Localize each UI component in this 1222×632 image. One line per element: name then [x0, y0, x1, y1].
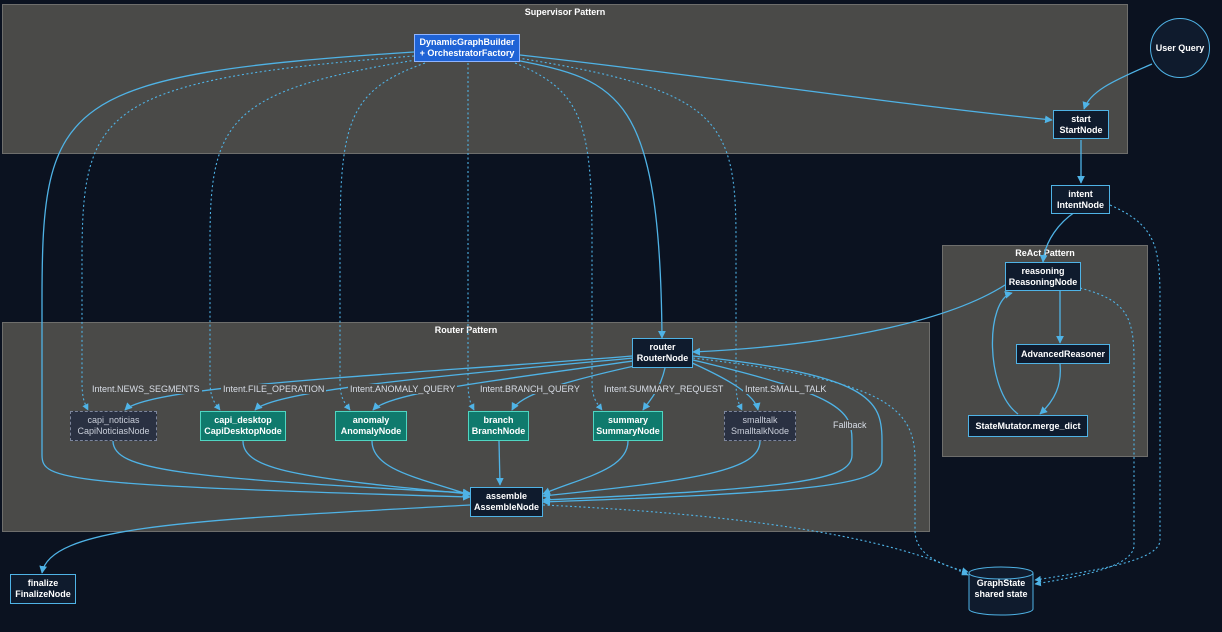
node-router[interactable]: router RouterNode [632, 338, 693, 368]
node-dynamic-graph-builder-line2: + OrchestratorFactory [419, 48, 515, 58]
node-capi-noticias-line2: CapiNoticiasNode [77, 426, 150, 436]
node-summary-line1: summary [607, 415, 649, 425]
edge-builder-start [519, 54, 1053, 124]
node-branch-line2: BranchNode [471, 426, 526, 436]
node-start-line2: StartNode [1059, 124, 1103, 135]
node-assemble-line1: assemble [485, 491, 528, 501]
node-state-mutator-label: StateMutator.merge_dict [975, 420, 1081, 431]
node-capi-desktop-line1: capi_desktop [214, 415, 272, 425]
edge-label-file-operation: Intent.FILE_OPERATION [221, 384, 327, 394]
node-intent[interactable]: intent IntentNode [1051, 185, 1110, 214]
edge-builder-anomaly [339, 62, 426, 411]
edge-assemble-graphstate [542, 504, 969, 576]
edge-builder-noticias [81, 55, 415, 411]
supervisor-cluster: Supervisor Pattern [2, 4, 1128, 154]
node-capi-desktop[interactable]: capi_desktop CapiDesktopNode [200, 411, 286, 441]
node-intent-line1: intent [1068, 188, 1093, 199]
node-intent-line2: IntentNode [1057, 199, 1104, 210]
edge-label-news-segments: Intent.NEWS_SEGMENTS [90, 384, 202, 394]
edge-router-desktop [254, 357, 635, 411]
node-finalize[interactable]: finalize FinalizeNode [10, 574, 76, 604]
node-advanced-reasoner-label: AdvancedReasoner [1020, 348, 1106, 359]
edge-noticias-assemble [112, 440, 471, 497]
edge-router-graphstate [692, 357, 969, 574]
edge-builder-branch [467, 63, 475, 411]
edge-label-small-talk: Intent.SMALL_TALK [743, 384, 829, 394]
edge-smalltalk-assemble [542, 440, 761, 500]
edge-label-summary-request: Intent.SUMMARY_REQUEST [602, 384, 726, 394]
node-branch-line1: branch [483, 415, 514, 425]
edge-label-fallback: Fallback [831, 420, 869, 430]
node-dynamic-graph-builder-line1: DynamicGraphBuilder [419, 37, 515, 47]
edge-userquery-start [1082, 63, 1153, 110]
edge-mutator-reasoning [991, 291, 1019, 415]
node-user-query[interactable]: User Query [1150, 18, 1210, 78]
edge-assemble-finalize [39, 504, 471, 574]
router-cluster-title: Router Pattern [434, 325, 498, 335]
edge-builder-summary [514, 62, 603, 411]
edge-router-noticias [124, 355, 633, 411]
node-start[interactable]: start StartNode [1053, 110, 1109, 139]
node-reasoning[interactable]: reasoning ReasoningNode [1005, 262, 1081, 291]
edge-reasoning-router [692, 277, 1014, 356]
node-router-line1: router [649, 342, 676, 352]
node-graphstate[interactable]: GraphState shared state [968, 566, 1034, 616]
edge-router-fallback [542, 359, 853, 504]
edge-advanced-mutator [1039, 363, 1061, 415]
node-finalize-line1: finalize [27, 578, 59, 588]
node-anomaly-line2: AnomalyNode [340, 426, 402, 436]
edge-anomaly-assemble [371, 440, 471, 497]
node-capi-noticias-line1: capi_noticias [87, 415, 140, 425]
node-advanced-reasoner[interactable]: AdvancedReasoner [1016, 344, 1110, 364]
edge-label-branch-query: Intent.BRANCH_QUERY [478, 384, 582, 394]
node-anomaly-line1: anomaly [352, 415, 390, 425]
node-assemble[interactable]: assemble AssembleNode [470, 487, 543, 517]
node-start-line1: start [1071, 113, 1091, 124]
node-router-line2: RouterNode [636, 353, 689, 363]
node-smalltalk-line2: SmalltalkNode [730, 426, 790, 436]
node-graphstate-line1: GraphState [976, 578, 1026, 588]
edge-intent-reasoning [1039, 211, 1076, 263]
edge-builder-desktop [209, 59, 417, 411]
node-branch[interactable]: branch BranchNode [468, 411, 529, 441]
node-assemble-line2: AssembleNode [473, 502, 540, 512]
database-icon [968, 566, 1034, 616]
node-summary-line2: SummaryNode [596, 426, 660, 436]
node-graphstate-line2: shared state [974, 589, 1028, 599]
node-smalltalk-line1: smalltalk [742, 415, 778, 425]
node-anomaly[interactable]: anomaly AnomalyNode [335, 411, 407, 441]
node-finalize-line2: FinalizeNode [15, 589, 71, 599]
edge-summary-assemble [542, 440, 629, 495]
supervisor-cluster-title: Supervisor Pattern [524, 7, 606, 17]
edge-desktop-assemble [242, 440, 471, 498]
edge-router-anomaly [372, 359, 641, 411]
node-reasoning-line1: reasoning [1021, 265, 1065, 276]
node-summary[interactable]: summary SummaryNode [593, 411, 663, 441]
node-reasoning-line2: ReasoningNode [1008, 276, 1078, 287]
edge-builder-assemble-left [41, 51, 471, 501]
node-capi-noticias[interactable]: capi_noticias CapiNoticiasNode [70, 411, 157, 441]
node-state-mutator[interactable]: StateMutator.merge_dict [968, 415, 1088, 437]
edge-branch-assemble [495, 440, 504, 486]
edge-builder-router [514, 59, 666, 339]
edge-builder-smalltalk [517, 57, 743, 411]
node-dynamic-graph-builder[interactable]: DynamicGraphBuilder + OrchestratorFactor… [414, 34, 520, 62]
node-user-query-label: User Query [1155, 42, 1205, 53]
edge-router-smalltalk [689, 361, 761, 411]
node-capi-desktop-line2: CapiDesktopNode [204, 426, 282, 436]
edge-intent-graphstate [1034, 204, 1161, 583]
node-smalltalk[interactable]: smalltalk SmalltalkNode [724, 411, 796, 441]
edge-router-assemble-right [542, 355, 883, 506]
edge-label-anomaly-query: Intent.ANOMALY_QUERY [348, 384, 458, 394]
